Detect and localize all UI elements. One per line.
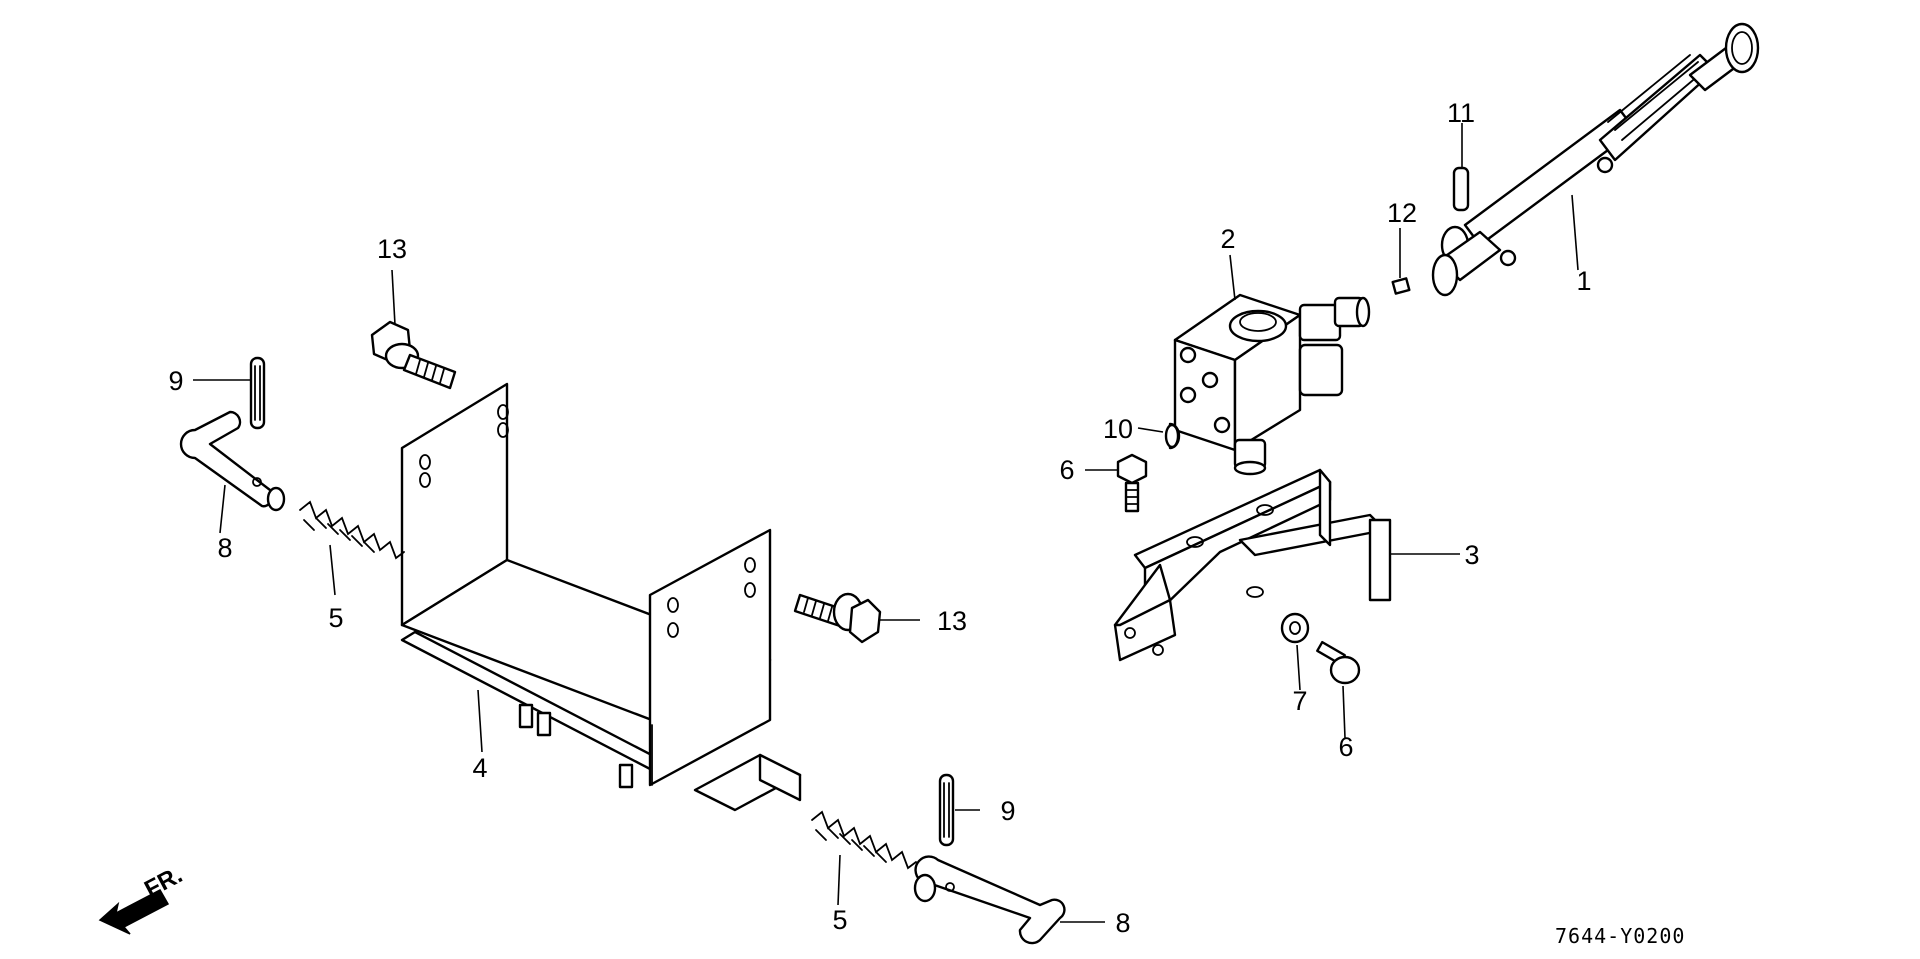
callout-12: 12	[1387, 198, 1417, 228]
roll-pin-lower	[938, 773, 955, 847]
callout-7: 7	[1292, 686, 1307, 716]
flange-bolt-upper	[370, 320, 457, 390]
drive-shaft	[1431, 22, 1760, 297]
roll-pin-upper	[249, 356, 266, 430]
gearbox-bracket	[1113, 468, 1392, 662]
spring-pin	[1452, 166, 1470, 212]
callout-6-lower: 6	[1338, 732, 1353, 762]
callout-4: 4	[472, 753, 487, 783]
callout-5-lower: 5	[832, 905, 847, 935]
callout-3: 3	[1464, 540, 1479, 570]
callout-8-upper: 8	[217, 533, 232, 563]
callout-9-lower: 9	[1000, 796, 1015, 826]
square-key	[1391, 277, 1411, 295]
leader-lines	[193, 123, 1579, 923]
callout-2: 2	[1220, 224, 1235, 254]
callout-5-upper: 5	[328, 603, 343, 633]
u-bracket	[400, 382, 802, 812]
front-direction-arrow: FR.	[98, 861, 187, 935]
lock-pin-lower	[913, 855, 1066, 945]
callout-11: 11	[1447, 98, 1475, 128]
flange-bolt-lower	[793, 592, 882, 644]
woodruff-key	[1164, 422, 1181, 450]
gearbox	[1173, 293, 1371, 476]
spring-upper	[299, 500, 405, 560]
callout-10: 10	[1103, 414, 1133, 444]
hex-bolt-upper	[1116, 453, 1148, 513]
callout-6-upper: 6	[1059, 455, 1074, 485]
callout-13-lower: 13	[937, 606, 967, 636]
callout-9-upper: 9	[168, 366, 183, 396]
diagram-code: 7644-Y0200	[1555, 924, 1685, 948]
lock-pin-upper	[179, 410, 286, 512]
spring-lower	[811, 810, 917, 870]
washer	[1280, 612, 1310, 644]
hex-bolt-lower	[1316, 640, 1361, 685]
callout-8-lower: 8	[1115, 908, 1130, 938]
callout-13-upper: 13	[377, 234, 407, 264]
callout-1: 1	[1576, 266, 1591, 296]
